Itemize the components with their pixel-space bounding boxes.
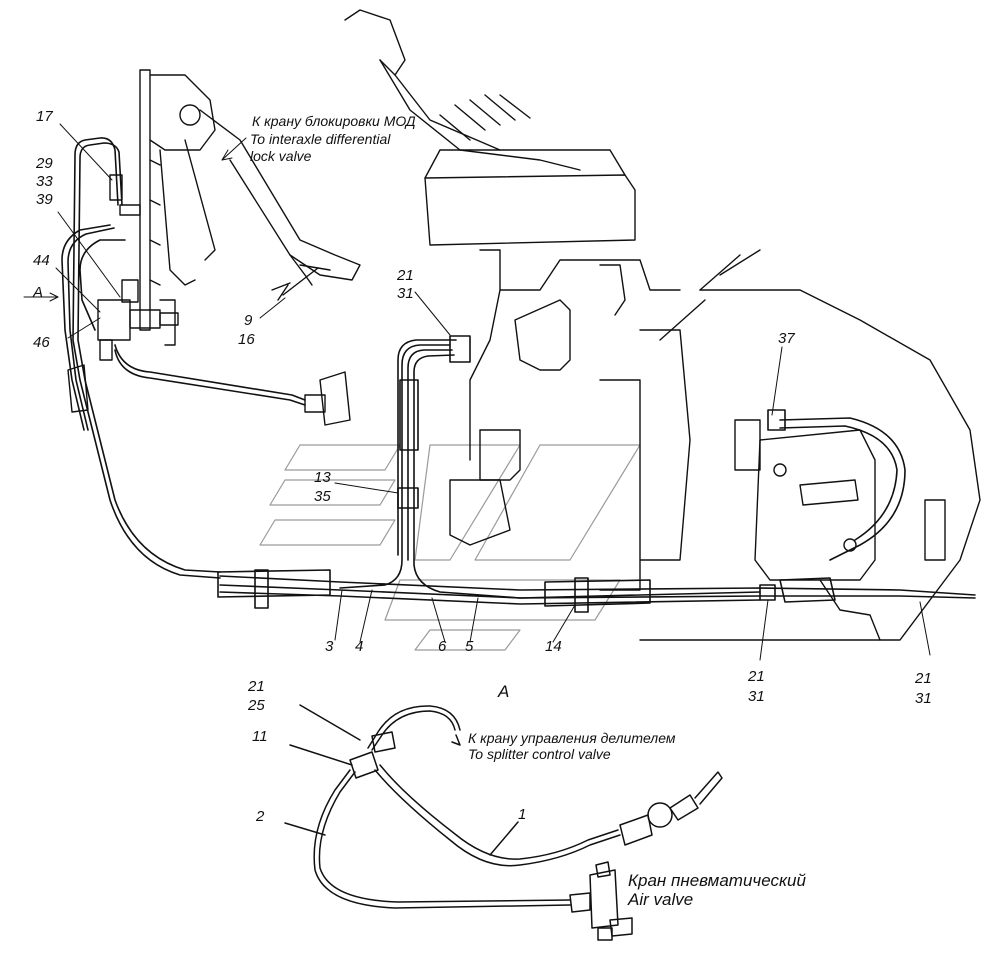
gearbox-housing (449, 249, 981, 641)
callout-14: 14 (545, 638, 562, 655)
pedal-bracket (139, 69, 216, 346)
callout-21-top: 21 (397, 267, 414, 284)
note-mod-en-1: To interaxle differential (250, 131, 391, 147)
leader-lines (23, 123, 931, 661)
callout-5: 5 (465, 638, 474, 655)
callout-31-top: 31 (397, 285, 414, 302)
splitter-valve-block (734, 419, 946, 641)
pipe-bundle-upper (61, 137, 306, 579)
callout-9: 9 (244, 312, 253, 329)
callout-view-21: 21 (248, 678, 265, 695)
callout-view-a-arrow: A (33, 284, 44, 301)
callout-33: 33 (36, 173, 53, 190)
callout-4: 4 (355, 638, 364, 655)
watermark-logo (259, 444, 641, 651)
callout-21-mid: 21 (748, 668, 765, 685)
gear-shift-lever (344, 9, 636, 246)
note-mod-en-2: lock valve (250, 148, 312, 164)
callout-31-right: 31 (915, 690, 932, 707)
callout-17: 17 (36, 108, 53, 125)
callout-13: 13 (314, 469, 331, 486)
callout-37: 37 (778, 330, 795, 347)
callout-31-mid: 31 (748, 688, 765, 705)
callout-29: 29 (36, 155, 53, 172)
callout-46: 46 (33, 334, 50, 351)
callout-view-2: 2 (256, 808, 265, 825)
callout-39: 39 (36, 191, 53, 208)
note-air-valve-en: Air valve (628, 890, 694, 909)
pedal-arm (199, 109, 361, 301)
callout-35: 35 (314, 488, 331, 505)
pipe-loop-right (767, 409, 906, 561)
upper-fittings (67, 174, 351, 426)
pipe-bundle-center (339, 335, 761, 599)
note-mod-ru: К крану блокировки МОД (252, 113, 416, 129)
note-splitter-ru: К крану управления делителем (468, 730, 676, 746)
note-splitter-en: To splitter control valve (468, 746, 611, 762)
callout-16: 16 (238, 331, 255, 348)
callout-view-11: 11 (252, 728, 268, 745)
callout-3: 3 (325, 638, 334, 655)
callout-view-1: 1 (518, 806, 527, 823)
view-a-detail (284, 704, 723, 941)
view-a-title: A (498, 682, 510, 701)
callout-6: 6 (438, 638, 447, 655)
note-air-valve-ru: Кран пневматический (628, 871, 806, 890)
callout-21-right: 21 (915, 670, 932, 687)
pipe-bundle-lower (217, 569, 976, 613)
callout-view-25: 25 (248, 697, 265, 714)
callout-44: 44 (33, 252, 50, 269)
